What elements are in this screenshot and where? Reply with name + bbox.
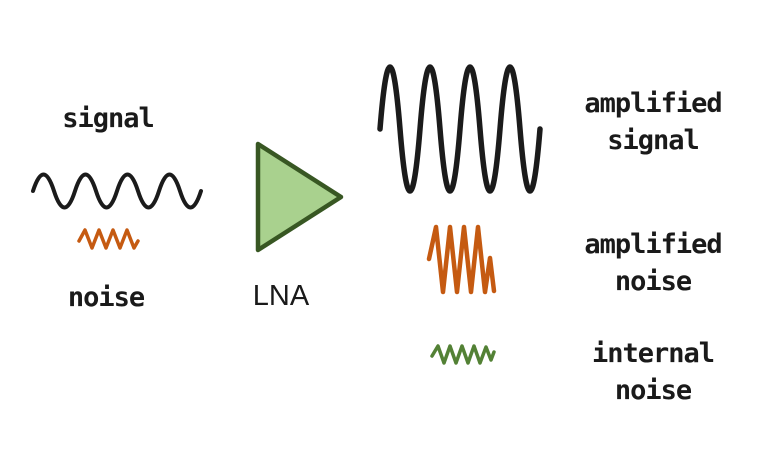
input-signal-wave-icon: [31, 172, 203, 210]
amplifier-triangle-icon: [255, 141, 344, 253]
lna-label: LNA: [252, 280, 310, 312]
amplified-noise-wave-icon: [426, 224, 497, 295]
internal-noise-wave-icon: [430, 344, 496, 365]
amplified-noise-label: amplified noise: [584, 229, 722, 298]
internal-noise-label: internal noise: [591, 338, 715, 407]
noise-label: noise: [67, 282, 145, 313]
input-noise-wave-icon: [77, 228, 140, 250]
amplified-signal-wave-icon: [377, 64, 543, 194]
amplified-signal-label: amplified signal: [584, 88, 722, 157]
signal-label: signal: [62, 103, 155, 134]
